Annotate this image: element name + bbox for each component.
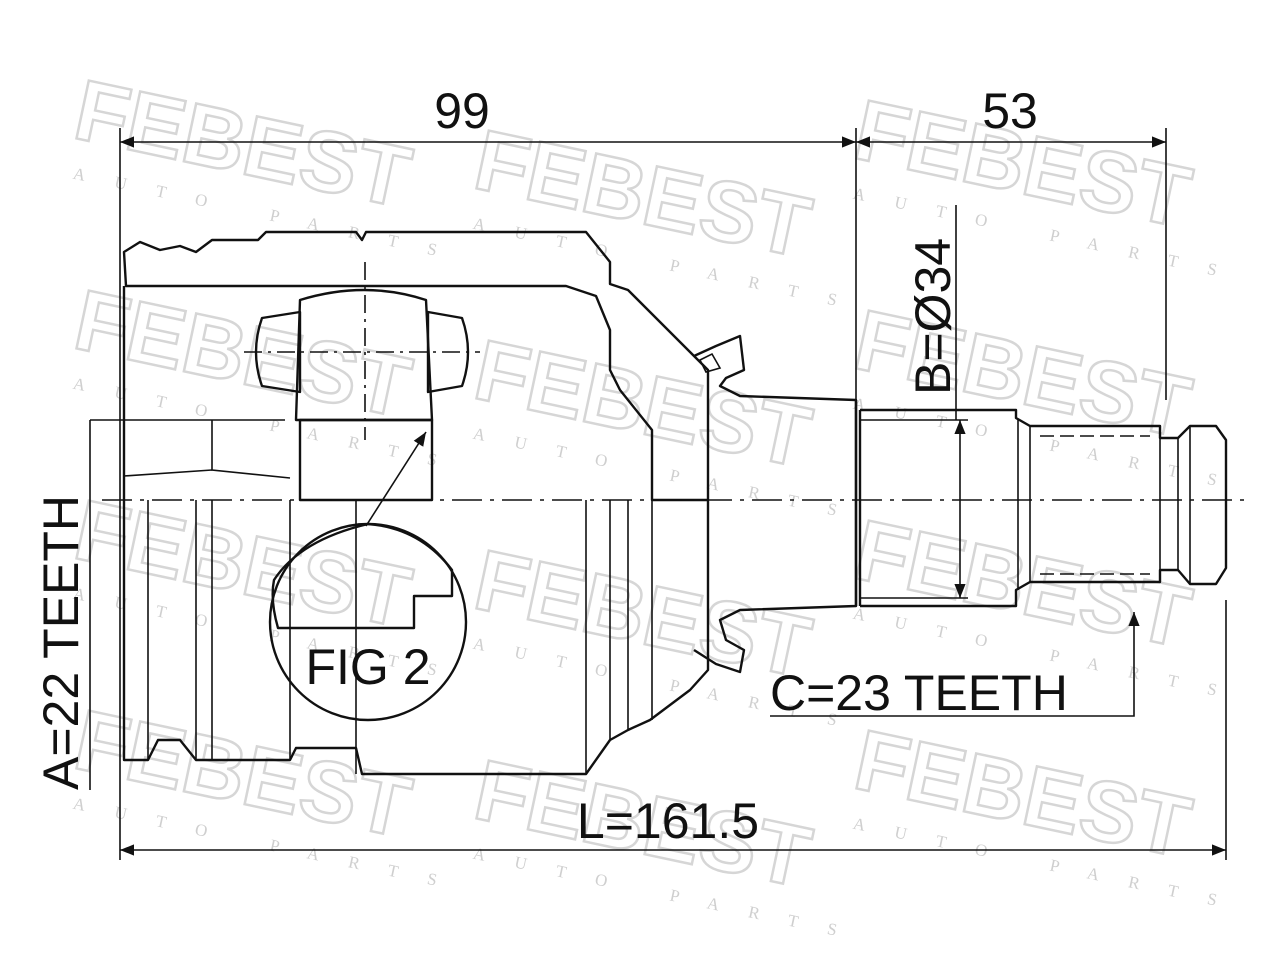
fig2-detail: FIG 2	[268, 431, 468, 722]
leader-c-teeth	[770, 612, 1140, 717]
dim-label-99: 99	[434, 83, 490, 139]
extension-lines	[89, 128, 1227, 860]
dim-label-53: 53	[982, 83, 1038, 139]
dimension-labels: 99 53 L=161.5 C=23 TEETH B=Ø34 A=22 TEET…	[33, 83, 1068, 849]
fig2-leader	[365, 431, 427, 527]
roller-left	[254, 310, 302, 394]
fig2-label: FIG 2	[305, 639, 430, 695]
dimension-lines	[120, 136, 1226, 856]
housing-section	[122, 230, 710, 502]
roller-right	[426, 310, 470, 394]
dim-label-a-teeth: A=22 TEETH	[33, 495, 89, 790]
dim-label-total-length: L=161.5	[577, 793, 759, 849]
boot-and-shaft	[693, 334, 1228, 674]
fig2-section	[271, 522, 454, 630]
dim-label-b-diameter: B=Ø34	[905, 238, 961, 395]
dim-label-c-teeth: C=23 TEETH	[770, 665, 1068, 721]
spider-body	[294, 288, 434, 422]
housing-outline	[122, 286, 710, 776]
